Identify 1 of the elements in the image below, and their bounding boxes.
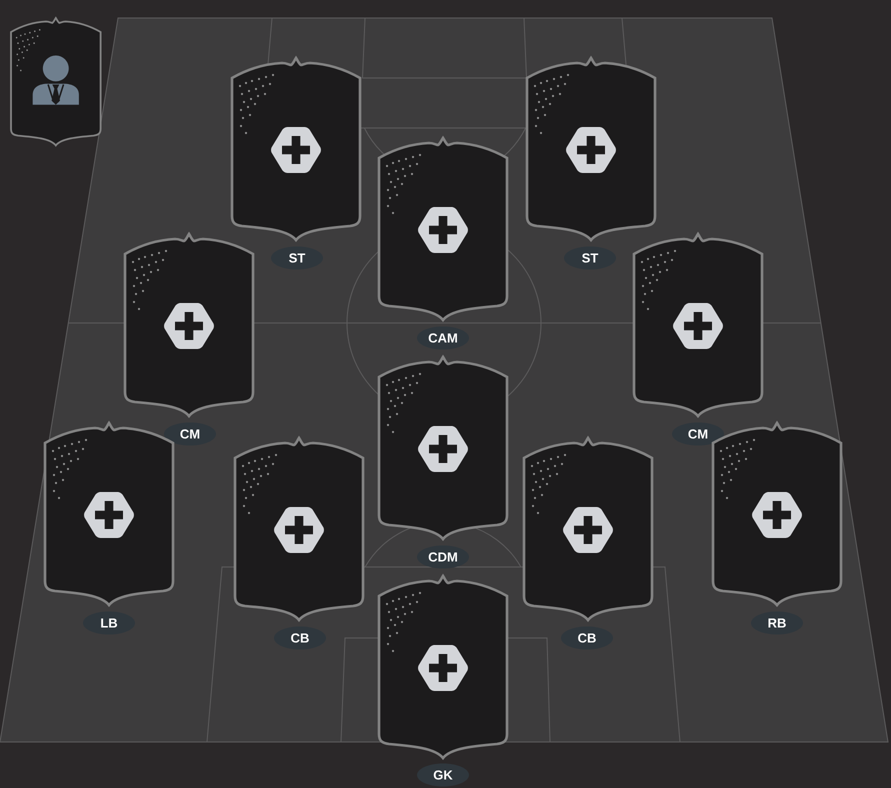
position-badge: GK [417,764,469,786]
